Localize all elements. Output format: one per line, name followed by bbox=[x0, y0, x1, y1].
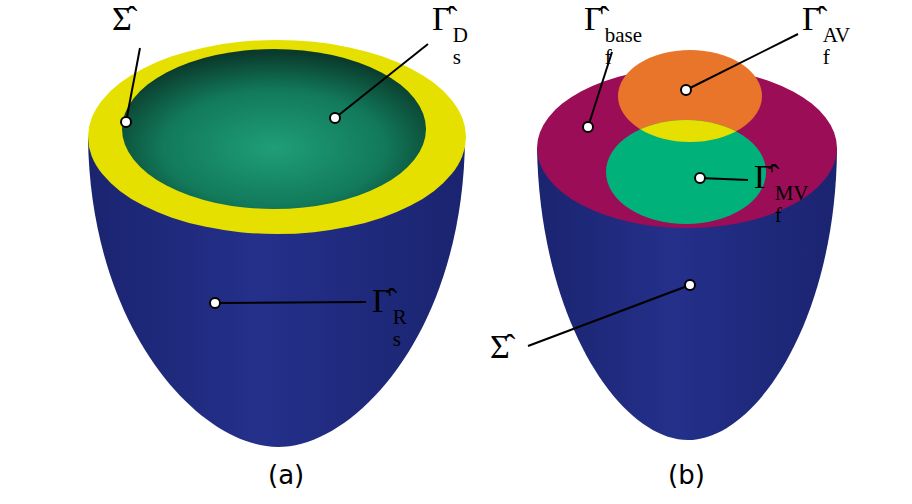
subscript: f bbox=[605, 46, 642, 68]
subscript: f bbox=[775, 204, 809, 226]
boundary-label: Γ̂fAV bbox=[802, 2, 850, 68]
mitral-valve bbox=[606, 120, 766, 224]
panel-caption: (b) bbox=[668, 462, 705, 488]
base-surface bbox=[537, 68, 837, 228]
base-ring bbox=[88, 40, 466, 234]
symbol-base: Γ̂ bbox=[802, 0, 822, 37]
index-stack: fbase bbox=[605, 24, 642, 68]
index-stack: sR bbox=[393, 306, 407, 350]
superscript: AV bbox=[823, 24, 851, 46]
index-stack: sD bbox=[453, 24, 468, 68]
subscript: f bbox=[823, 46, 851, 68]
symbol-base: Γ̂ bbox=[372, 282, 392, 319]
boundary-label: Γ̂fMV bbox=[754, 160, 809, 226]
panel-caption: (a) bbox=[268, 462, 304, 488]
index-stack: fAV bbox=[823, 24, 851, 68]
endocardium bbox=[122, 49, 426, 209]
subscript: s bbox=[393, 328, 407, 350]
symbol-base: Γ̂ bbox=[584, 0, 604, 37]
boundary-label: Γ̂sD bbox=[432, 2, 468, 68]
leader-dots bbox=[121, 85, 705, 308]
valve-overlap bbox=[606, 120, 766, 224]
leader-lines bbox=[126, 34, 798, 346]
boundary-label: Σ̂ bbox=[112, 2, 132, 36]
symbol-base: Γ̂ bbox=[754, 158, 774, 195]
superscript: D bbox=[453, 24, 468, 46]
subscript: s bbox=[453, 46, 468, 68]
boundary-label: Σ̂ bbox=[490, 330, 510, 364]
boundary-label: Γ̂sR bbox=[372, 284, 407, 350]
superscript: MV bbox=[775, 182, 809, 204]
superscript: R bbox=[393, 306, 407, 328]
symbol-base: Γ̂ bbox=[432, 0, 452, 37]
index-stack: fMV bbox=[775, 182, 809, 226]
superscript: base bbox=[605, 24, 642, 46]
boundary-label: Γ̂fbase bbox=[584, 2, 642, 68]
